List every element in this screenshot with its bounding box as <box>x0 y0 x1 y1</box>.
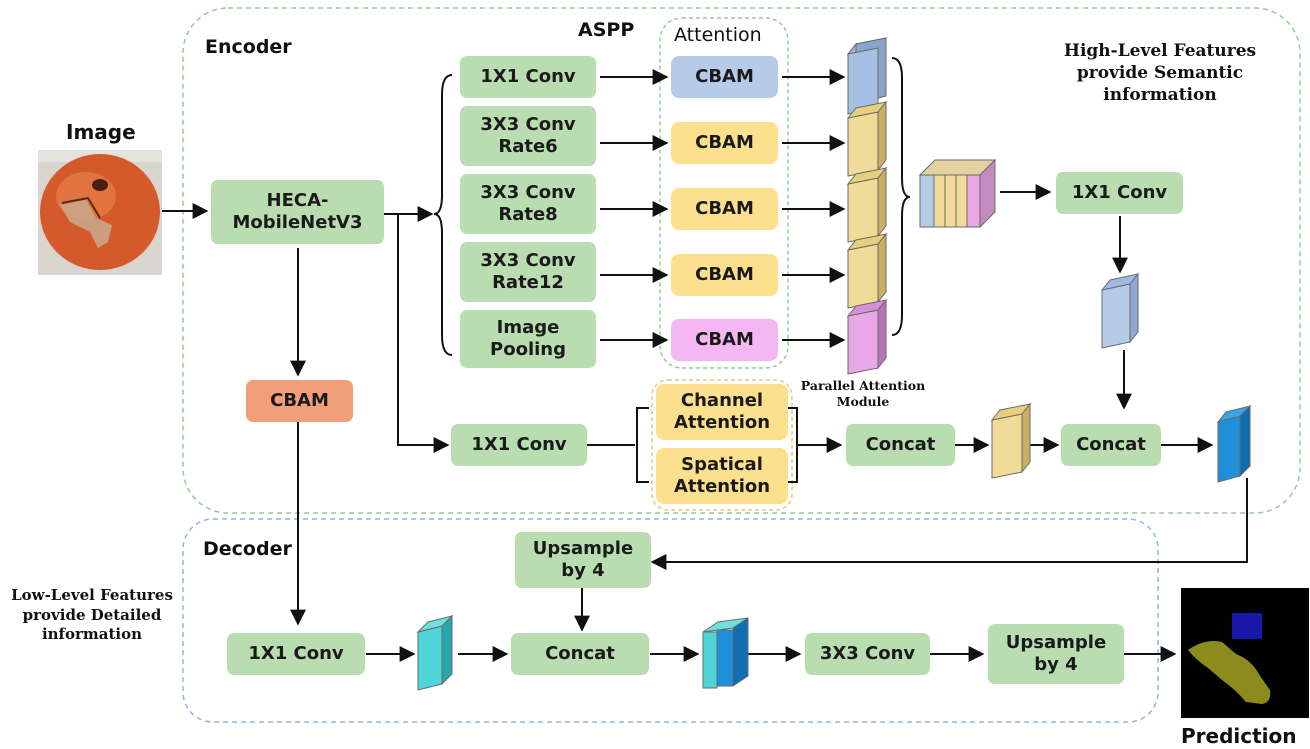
feature-map-yellow-1 <box>846 100 888 177</box>
low-level-line-1: Low-Level Features <box>11 586 173 604</box>
feature-map-yellow-2 <box>846 166 888 243</box>
branch-1x1-conv: 1X1 Conv <box>451 424 587 466</box>
aspp-branch-rate12: 3X3 Conv Rate12 <box>460 242 596 302</box>
upsample-top-line-2: by 4 <box>561 560 605 581</box>
attention-title: Attention <box>674 24 762 46</box>
high-level-line-1: High-Level Features <box>1063 41 1257 61</box>
feature-map-yellow-3 <box>846 232 888 309</box>
aspp-branch-4-line-1: 3X3 Conv <box>480 249 576 271</box>
low-level-line-2: provide Detailed <box>22 605 162 624</box>
decoder-3x3-conv: 3X3 Conv <box>805 633 930 675</box>
high-level-features-text: High-Level Features provide Semantic inf… <box>1040 40 1280 106</box>
decoder-title: Decoder <box>203 538 292 560</box>
encoder-region <box>182 7 1301 514</box>
cbam-branch-5: CBAM <box>671 319 778 361</box>
aspp-branch-rate8: 3X3 Conv Rate8 <box>460 174 596 234</box>
pam-concat-box: Concat <box>846 424 955 466</box>
encoder-title: Encoder <box>205 36 292 58</box>
aspp-branch-rate6: 3X3 Conv Rate6 <box>460 106 596 166</box>
pam-region <box>651 379 793 511</box>
pam-line-2: Module <box>836 394 890 410</box>
spatial-attention-line-2: Attention <box>673 476 771 497</box>
prediction-label: Prediction <box>1181 724 1297 748</box>
feature-map-pam-output <box>990 402 1032 479</box>
cbam-branch-4: CBAM <box>671 254 778 296</box>
stacked-feature-maps <box>918 158 997 229</box>
cbam-branch-1: CBAM <box>671 56 778 98</box>
encoder-1x1-conv: 1X1 Conv <box>1056 172 1183 214</box>
high-level-line-3: information <box>1103 85 1217 106</box>
high-level-line-2: provide Semantic <box>1076 63 1244 84</box>
image-label: Image <box>66 120 136 144</box>
feature-map-decoder-stack <box>702 617 749 689</box>
feature-map-encoder-output <box>1216 404 1252 483</box>
cbam-branch-3: CBAM <box>671 188 778 230</box>
backbone-box: HECA- MobileNetV3 <box>211 180 384 244</box>
backbone-line-1: HECA- <box>266 189 329 211</box>
cbam-branch-2: CBAM <box>671 122 778 164</box>
aspp-branch-3-line-2: Rate8 <box>498 204 558 225</box>
feature-map-decoder-cyan <box>416 614 454 691</box>
channel-attention-line-2: Attention <box>673 412 771 433</box>
aspp-branch-2-line-2: Rate6 <box>498 136 558 157</box>
input-image <box>38 150 162 275</box>
aspp-branch-5-line-1: Image <box>496 316 560 338</box>
upsample-bottom-box: Upsample by 4 <box>988 624 1124 684</box>
aspp-branch-5-line-2: Pooling <box>490 339 566 360</box>
pam-line-1: Parallel Attention <box>800 378 926 393</box>
aspp-branch-1-line-1: 1X1 Conv <box>480 65 576 87</box>
channel-attention-line-1: Channel <box>680 389 764 411</box>
feature-map-blue <box>846 37 888 116</box>
cbam-low-level-box: CBAM <box>246 380 353 422</box>
decoder-concat-box: Concat <box>511 633 649 675</box>
aspp-title: ASPP <box>578 19 635 41</box>
channel-attention-box: Channel Attention <box>656 384 788 440</box>
spatial-attention-line-1: Spatical <box>681 453 763 475</box>
decoder-region <box>182 518 1159 723</box>
low-level-features-text: Low-Level Features provide Detailed info… <box>4 586 180 645</box>
feature-map-light-blue <box>1100 272 1140 349</box>
pam-text: Parallel Attention Module <box>788 378 938 411</box>
upsample-top-box: Upsample by 4 <box>515 532 651 588</box>
feature-map-pink <box>846 298 888 375</box>
low-level-line-3: information <box>41 625 143 643</box>
backbone-line-2: MobileNetV3 <box>232 212 363 233</box>
upsample-bottom-line-2: by 4 <box>1034 654 1078 675</box>
aspp-attention-region <box>659 17 789 369</box>
aspp-branch-4-line-2: Rate12 <box>492 272 564 293</box>
decoder-1x1-conv: 1X1 Conv <box>227 633 365 675</box>
aspp-branch-image-pooling: Image Pooling <box>460 310 596 368</box>
upsample-top-line-1: Upsample <box>532 537 634 559</box>
aspp-branch-3-line-1: 3X3 Conv <box>480 181 576 203</box>
upsample-bottom-line-1: Upsample <box>1005 631 1107 653</box>
aspp-branch-1x1: 1X1 Conv <box>460 56 596 98</box>
prediction-mask <box>1181 588 1309 718</box>
spatial-attention-box: Spatical Attention <box>656 448 788 504</box>
encoder-concat-box: Concat <box>1061 424 1161 466</box>
aspp-branch-2-line-1: 3X3 Conv <box>480 113 576 135</box>
